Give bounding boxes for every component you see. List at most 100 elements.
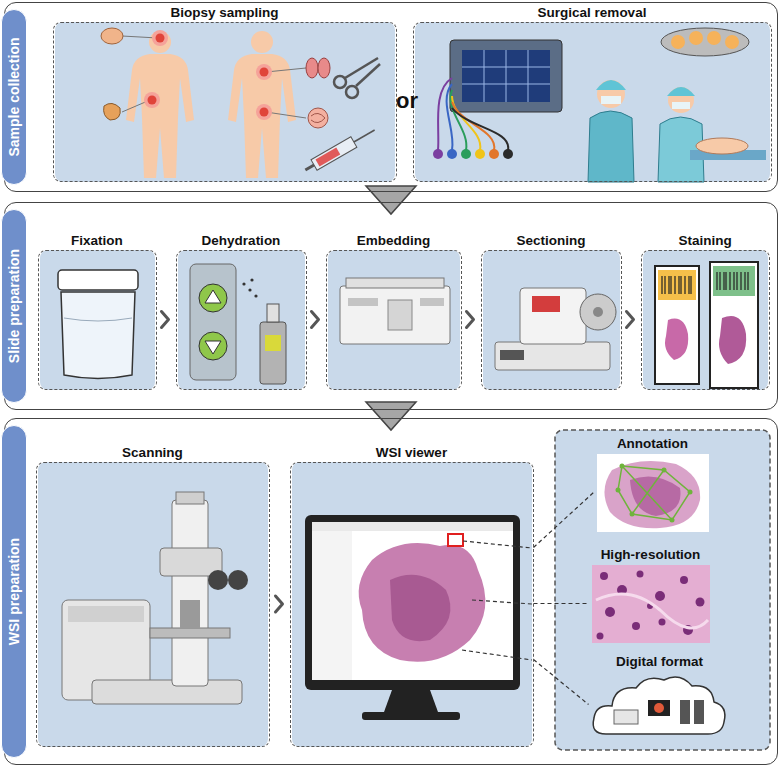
step-title: Embedding xyxy=(327,233,461,249)
embedding-station xyxy=(340,278,450,344)
step-title: Biopsy sampling xyxy=(54,5,396,21)
box-fills xyxy=(38,22,770,750)
illustration-part xyxy=(156,34,165,43)
stage-arrow xyxy=(390,410,392,418)
illustration-part xyxy=(659,619,666,626)
step-title: Dehydration xyxy=(177,233,306,249)
illustration-part xyxy=(328,250,460,390)
leader-line xyxy=(534,603,589,604)
illustration-part xyxy=(340,286,450,344)
illustration-part xyxy=(199,284,227,312)
illustration-part xyxy=(452,108,508,150)
annotation-thumb xyxy=(597,454,709,532)
stage-panel: Biopsy sampling Surgical removal Sample co… xyxy=(4,2,778,192)
step-title: High-resolution xyxy=(589,547,713,563)
illustration-part xyxy=(655,266,699,384)
stage-label: Sample collection xyxy=(1,9,27,185)
microtome xyxy=(495,288,616,370)
illustration-part xyxy=(68,606,144,622)
illustration-part xyxy=(354,130,375,142)
specimen-jar xyxy=(58,270,138,379)
step-chevron xyxy=(307,319,326,320)
illustration-part xyxy=(390,575,450,641)
illustration-part xyxy=(346,278,444,288)
illustration-part xyxy=(260,108,269,117)
illustration-part xyxy=(256,64,272,80)
step-box: Staining xyxy=(641,250,770,390)
illustration-part xyxy=(520,288,586,344)
illustration-part xyxy=(172,500,208,686)
illustration-part xyxy=(228,570,248,590)
illustration-part xyxy=(452,102,494,150)
illustration-part xyxy=(604,461,700,528)
electrode-array xyxy=(450,40,562,112)
illustration-part xyxy=(475,149,485,159)
leader-line xyxy=(534,660,589,705)
surgery-lamp xyxy=(661,28,749,56)
illustration-part xyxy=(580,294,616,330)
leader-lines xyxy=(462,541,532,660)
illustration-part xyxy=(180,600,200,628)
illustration-part xyxy=(308,108,328,128)
illustration-part xyxy=(447,149,457,159)
illustration-part xyxy=(149,31,171,53)
illustration-part xyxy=(596,594,708,628)
step-title: Surgical removal xyxy=(414,5,771,21)
step-title: Annotation xyxy=(594,436,712,452)
organ-icons xyxy=(101,28,330,128)
cloud xyxy=(593,677,725,734)
illustration-part xyxy=(415,22,770,182)
illustration-part xyxy=(359,543,486,662)
illustration-part xyxy=(104,103,121,120)
patient xyxy=(690,138,766,160)
illustration-part xyxy=(348,298,378,306)
illustration-part xyxy=(688,490,693,495)
illustration-part xyxy=(388,300,412,330)
illustration-part xyxy=(311,113,325,122)
step-chevron xyxy=(622,319,641,320)
illustration-part xyxy=(38,462,268,747)
illustration-part xyxy=(345,58,378,78)
monitor xyxy=(305,515,520,720)
illustration-part xyxy=(662,468,667,473)
step-box: Biopsy sampling xyxy=(53,22,397,182)
illustration-part xyxy=(637,571,644,578)
illustration-part xyxy=(597,633,604,640)
illustration-part xyxy=(384,690,438,712)
illustration-part xyxy=(472,600,532,604)
stage-panel: ScanningWSI viewerAnnotationHigh-resolut… xyxy=(4,418,778,765)
illustration-part xyxy=(64,318,132,321)
human-figures xyxy=(126,31,296,178)
connector-part xyxy=(157,192,641,705)
step-title: Scanning xyxy=(37,445,269,461)
free-label: or xyxy=(396,88,418,114)
step-box: Scanning xyxy=(36,462,270,747)
illustration-part xyxy=(667,87,695,96)
step-chevron xyxy=(157,319,176,320)
illustration-part xyxy=(40,250,155,390)
illustration-part xyxy=(420,298,444,306)
illustration-part xyxy=(292,462,532,747)
illustration-part xyxy=(267,304,279,322)
surgeons xyxy=(588,80,704,182)
illustration-part xyxy=(489,149,499,159)
illustration-part xyxy=(312,531,352,680)
illustration-part xyxy=(658,117,704,182)
illustration-part xyxy=(305,165,314,170)
illustration-part xyxy=(605,607,615,617)
illustration-part xyxy=(670,518,675,523)
illustration-part xyxy=(707,31,721,45)
illustration-part xyxy=(661,28,749,56)
step-title: Staining xyxy=(642,233,769,249)
illustration-part xyxy=(593,677,725,734)
scissors xyxy=(334,58,380,98)
illustration-part xyxy=(588,111,634,182)
illustration-part xyxy=(266,68,306,72)
illustration-part xyxy=(503,149,513,159)
illustration-part xyxy=(593,307,603,317)
illustration-part xyxy=(228,54,296,178)
step-box: Sectioning xyxy=(481,250,622,390)
illustration-part xyxy=(311,137,357,170)
step-box: Fixation xyxy=(38,250,157,390)
illustration-part xyxy=(710,262,758,388)
